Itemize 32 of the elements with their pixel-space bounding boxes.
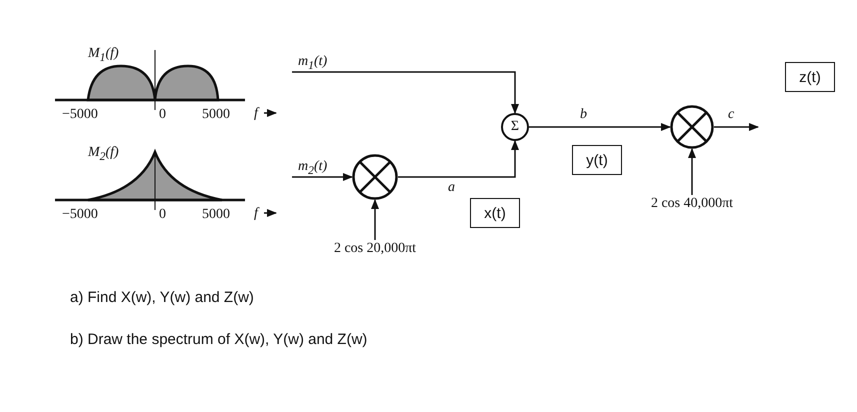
edge-label: a	[448, 181, 455, 195]
spectrum-label: M$_{1}$(f)	[88, 47, 119, 64]
arrow	[714, 123, 759, 131]
edge-label: b	[580, 108, 587, 122]
multiplier-symbol	[352, 154, 398, 200]
multiplier-symbol	[670, 105, 714, 149]
arrow	[398, 140, 519, 178]
signal-name-box: z(t)	[785, 62, 835, 92]
summing-junction: Σ	[501, 113, 529, 141]
axis-label: f	[254, 207, 258, 221]
arrow	[371, 199, 379, 240]
arrow	[529, 123, 671, 131]
edge-label: m$_{1}$(t)	[298, 55, 328, 72]
axis-tick-label: 5000	[202, 108, 230, 122]
axis-tick-label: 5000	[202, 208, 230, 222]
axis-label: f	[254, 107, 258, 121]
carrier-label: 2 cos 40,000πt	[630, 195, 754, 213]
spectrum-label: M$_{2}$(f)	[88, 146, 119, 162]
carrier-label: 2 cos 20,000πt	[312, 240, 438, 258]
signal-name-box: x(t)	[470, 198, 520, 228]
axis-tick-label: 0	[159, 108, 166, 122]
signal-name-box: y(t)	[572, 145, 622, 175]
edge-label: m$_{2}$(t)	[298, 160, 328, 176]
arrow	[292, 173, 353, 181]
arrow	[688, 148, 696, 195]
arrow	[292, 71, 519, 114]
axis-tick-label: −5000	[62, 108, 98, 122]
question-text: a) Find X(w), Y(w) and Z(w)	[70, 290, 254, 305]
edge-label: c	[728, 108, 734, 122]
question-text: b) Draw the spectrum of X(w), Y(w) and Z(w)	[70, 332, 368, 347]
axis-tick-label: 0	[159, 208, 166, 222]
axis-tick-label: −5000	[62, 208, 98, 222]
